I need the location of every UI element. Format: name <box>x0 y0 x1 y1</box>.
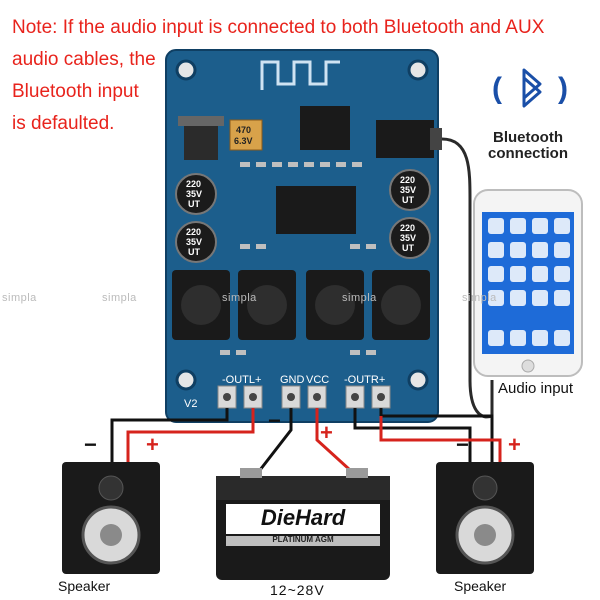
audio-input-label: Audio input <box>498 380 574 397</box>
speaker-wires <box>110 408 502 465</box>
capacitor-bottom-right: 220 35V UT <box>389 217 431 259</box>
bluetooth-connection-label: Bluetooth connection <box>474 130 582 162</box>
note-line-4: is defaulted. <box>12 113 115 134</box>
inductor <box>172 270 430 340</box>
pin-label-gnd: GND <box>280 374 305 386</box>
note-line-3: Bluetooth input <box>12 81 139 102</box>
board-version: V2 <box>184 398 198 410</box>
amplifier-board: 220 35V UT 220 35V UT 220 35V UT 220 35V… <box>165 49 442 423</box>
svg-text:220: 220 <box>400 175 415 185</box>
note-text: Note: If the audio input is connected to… <box>12 12 572 140</box>
svg-text:UT: UT <box>188 247 200 257</box>
battery-sub: PLATINUM AGM <box>272 535 334 544</box>
note-line-1: Note: If the audio input is connected to… <box>12 17 545 38</box>
capacitor-top-right: 220 35V UT <box>389 169 431 211</box>
cap-label-2: 35V <box>186 189 202 199</box>
bluetooth-bracket-left: ( <box>492 72 502 105</box>
smartphone <box>473 189 583 377</box>
svg-text:220: 220 <box>186 227 201 237</box>
watermark-4: simpla <box>342 292 377 304</box>
pin-label-vcc: VCC <box>306 374 330 386</box>
speaker-right-label: Speaker <box>454 578 507 594</box>
bluetooth-bracket-right: ) <box>558 72 568 105</box>
terminal-pads <box>217 385 391 409</box>
left-plus-sign: + <box>146 432 159 457</box>
pin-label-outr: -OUTR+ <box>344 374 386 386</box>
svg-text:35V: 35V <box>186 237 202 247</box>
watermark-5: simpla <box>462 292 497 304</box>
svg-text:35V: 35V <box>400 185 416 195</box>
speaker-right <box>436 462 534 574</box>
svg-text:220: 220 <box>400 223 415 233</box>
left-minus-sign: − <box>84 432 97 457</box>
cap-label-1: 220 <box>186 179 201 189</box>
speaker-left <box>62 462 160 574</box>
right-minus-sign: − <box>456 432 469 457</box>
right-plus-sign: + <box>508 432 521 457</box>
watermark-1: simpla <box>2 292 37 304</box>
cap-label-3: UT <box>188 199 200 209</box>
voltage-label: 12~28V <box>270 582 325 598</box>
power-plus-sign: + <box>320 420 333 445</box>
svg-text:UT: UT <box>402 195 414 205</box>
svg-text:UT: UT <box>402 243 414 253</box>
svg-text:470: 470 <box>236 125 251 135</box>
watermark-3: simpla <box>222 292 257 304</box>
battery-brand: DieHard <box>260 505 346 530</box>
car-battery <box>216 468 390 580</box>
watermark-2: simpla <box>102 292 137 304</box>
power-minus-sign: − <box>268 408 281 433</box>
bluetooth-title-line2: connection <box>487 145 568 162</box>
speaker-left-label: Speaker <box>58 578 111 594</box>
pin-label-outl: -OUTL+ <box>222 374 262 386</box>
bluetooth-title-line1: Bluetooth <box>493 129 563 146</box>
capacitor-top-left: 220 35V UT <box>175 173 217 215</box>
small-capacitor: 470 6.3V <box>234 125 253 146</box>
svg-text:35V: 35V <box>400 233 416 243</box>
bluetooth-icon <box>522 68 542 108</box>
capacitor-bottom-left: 220 35V UT <box>175 221 217 263</box>
svg-text:6.3V: 6.3V <box>234 136 253 146</box>
note-line-2: audio cables, the <box>12 49 156 70</box>
